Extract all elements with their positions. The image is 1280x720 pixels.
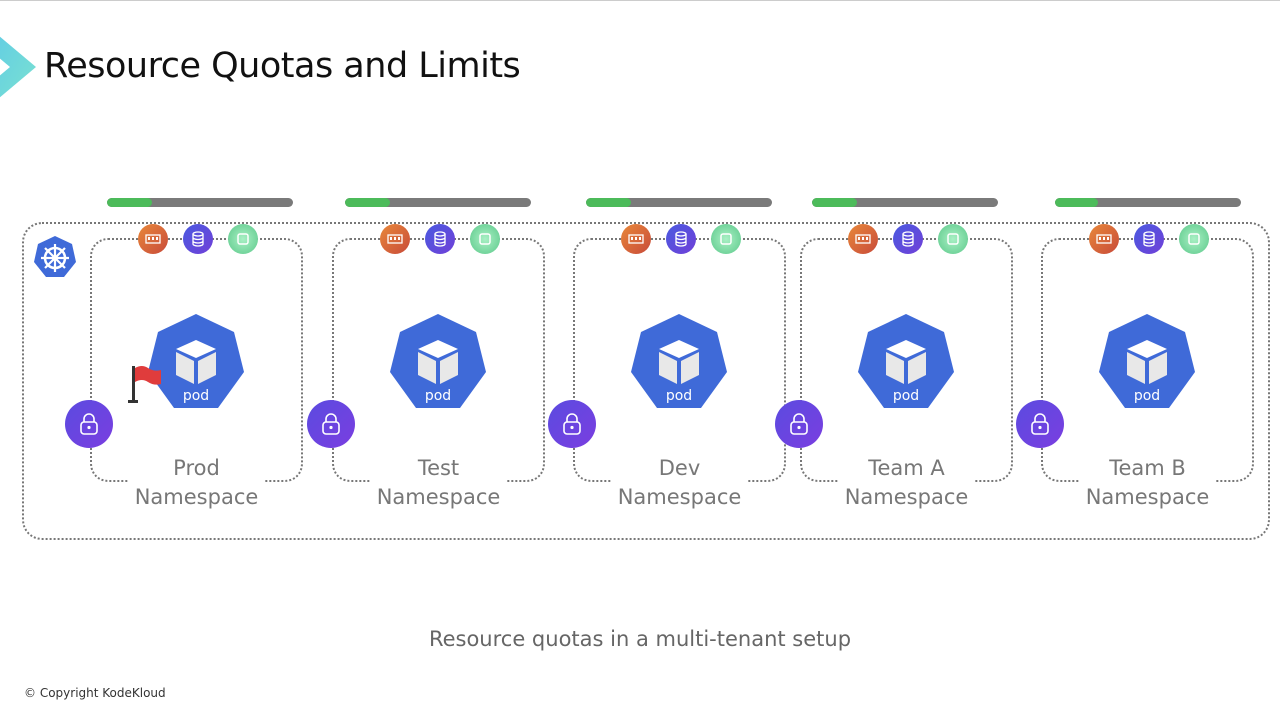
cpu-icon [470,224,500,254]
quota-bar-fill [812,198,857,207]
namespace-name-line1: Team B [1109,454,1186,483]
flag-icon [128,366,161,403]
quota-bar [586,198,772,207]
pod-icon [148,314,244,408]
cpu-icon [1179,224,1209,254]
quota-bar [812,198,998,207]
namespace-name-line2: Namespace [1085,483,1210,512]
storage-icon [425,224,455,254]
memory-icon [848,224,878,254]
lock-icon [65,400,113,448]
page-title: Resource Quotas and Limits [44,46,521,86]
pod-icon [858,314,954,408]
namespace-name-line2: Namespace [844,483,969,512]
quota-bar-fill [1055,198,1098,207]
namespace-name-line2: Namespace [134,483,259,512]
namespace-name-line1: Prod [173,454,220,483]
pod-label: pod [424,388,452,404]
quota-bar-fill [345,198,390,207]
namespace-name-line2: Namespace [617,483,742,512]
namespace-name-line2: Namespace [376,483,501,512]
top-border [0,0,1280,1]
storage-icon [666,224,696,254]
memory-icon [1089,224,1119,254]
pod-label: pod [892,388,920,404]
pod-label: pod [1133,388,1161,404]
cpu-icon [228,224,258,254]
cpu-icon [938,224,968,254]
quota-bar [1055,198,1241,207]
storage-icon [893,224,923,254]
cluster-boundary [22,222,1270,540]
storage-icon [1134,224,1164,254]
memory-icon [380,224,410,254]
lock-icon [775,400,823,448]
memory-icon [621,224,651,254]
pod-icon [631,314,727,408]
memory-icon [138,224,168,254]
pod-icon [1099,314,1195,408]
storage-icon [183,224,213,254]
quota-bar-fill [107,198,152,207]
kubernetes-icon [34,236,76,277]
lock-icon [548,400,596,448]
pod-label: pod [182,388,210,404]
kodekloud-logo-icon [0,36,36,98]
cpu-icon [711,224,741,254]
namespace-name-line1: Test [417,454,460,483]
caption: Resource quotas in a multi-tenant setup [428,627,852,651]
namespace-name-line1: Dev [658,454,701,483]
lock-icon [307,400,355,448]
quota-bar [107,198,293,207]
quota-bar-fill [586,198,631,207]
copyright: © Copyright KodeKloud [24,686,166,700]
quota-bar [345,198,531,207]
lock-icon [1016,400,1064,448]
namespace-name-line1: Team A [868,454,945,483]
pod-label: pod [665,388,693,404]
pod-icon [390,314,486,408]
